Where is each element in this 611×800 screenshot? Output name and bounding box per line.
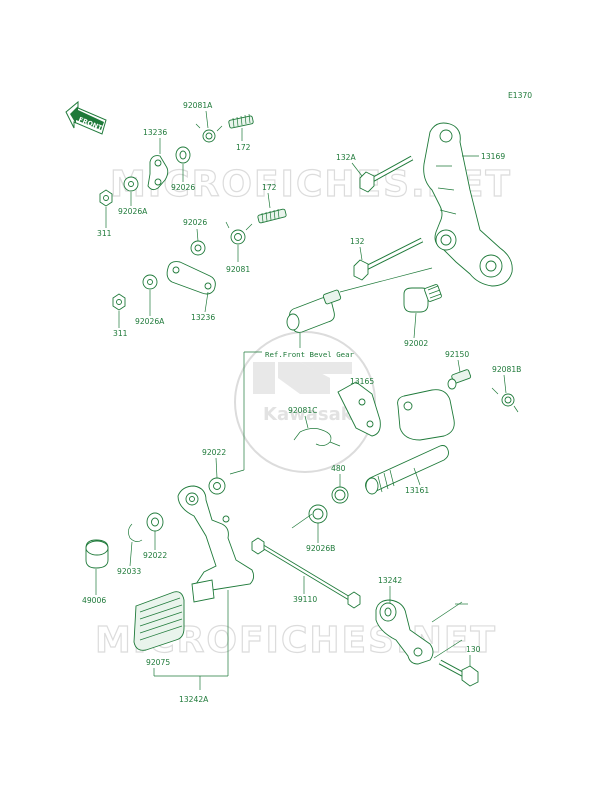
label-92081: 92081 <box>226 265 250 274</box>
logo-text: Kawasaki <box>263 404 359 425</box>
label-130: 130 <box>466 645 481 654</box>
label-92075: 92075 <box>146 658 170 667</box>
bolt-132a <box>359 155 414 193</box>
bolt-130 <box>438 659 479 687</box>
label-13236-mid: 13236 <box>191 313 215 322</box>
tie-rod-39110 <box>251 537 361 609</box>
label-92026b: 92026B <box>306 544 335 553</box>
spring-92081c <box>293 428 341 447</box>
label-172-top: 172 <box>236 143 251 152</box>
diagram-code: E1370 <box>508 91 532 100</box>
label-13169: 13169 <box>481 152 505 161</box>
bracket-13169 <box>423 122 513 287</box>
label-92026-mid: 92026 <box>183 218 207 227</box>
shift-pedal <box>177 485 255 603</box>
label-49006: 49006 <box>82 596 106 605</box>
label-92026a-top: 92026A <box>118 207 148 216</box>
rubber-92075 <box>133 591 185 651</box>
stud-92002 <box>403 284 442 313</box>
kawasaki-logo: Kawasaki <box>234 331 376 473</box>
spring-92081b <box>491 387 519 413</box>
spring-172-mid <box>257 208 287 224</box>
reference-note: Ref.Front Bevel Gear <box>265 350 355 359</box>
bolt-132 <box>353 237 424 281</box>
lever-13165 <box>337 381 381 437</box>
label-13242: 13242 <box>378 576 402 585</box>
label-92022-upper: 92022 <box>202 448 226 457</box>
circlip-480 <box>331 486 349 504</box>
spring-92081a <box>195 123 223 143</box>
label-92002: 92002 <box>404 339 428 348</box>
shift-shaft-upper <box>286 267 433 333</box>
shift-shaft-13161 <box>365 389 455 495</box>
pin-92150 <box>447 369 472 390</box>
label-480: 480 <box>331 464 346 473</box>
label-132a: 132A <box>336 153 356 162</box>
washer-92026b <box>308 504 328 524</box>
label-92081a: 92081A <box>183 101 213 110</box>
plate-13236-mid <box>166 261 216 295</box>
plate-13236-top <box>147 155 169 191</box>
label-92026a-mid: 92026A <box>135 317 165 326</box>
spring-92081 <box>225 221 253 245</box>
label-13165: 13165 <box>350 377 374 386</box>
label-132: 132 <box>350 237 365 246</box>
label-92026-top: 92026 <box>171 183 195 192</box>
label-311-mid: 311 <box>113 329 128 338</box>
label-92150: 92150 <box>445 350 469 359</box>
label-92033: 92033 <box>117 567 141 576</box>
shift-lever-13242 <box>375 599 434 665</box>
label-92022-lower: 92022 <box>143 551 167 560</box>
label-92081b: 92081B <box>492 365 521 374</box>
cap-49006 <box>85 539 109 569</box>
clip-92033 <box>128 523 143 542</box>
label-92081c: 92081C <box>288 406 317 415</box>
spring-172-top <box>228 113 254 129</box>
label-13236-top: 13236 <box>143 128 167 137</box>
label-311-top: 311 <box>97 229 112 238</box>
label-39110: 39110 <box>293 595 317 604</box>
label-13161: 13161 <box>405 486 429 495</box>
front-arrow-icon: FRONT <box>65 100 107 135</box>
label-172-mid: 172 <box>262 183 277 192</box>
label-13242a: 13242A <box>179 695 209 704</box>
